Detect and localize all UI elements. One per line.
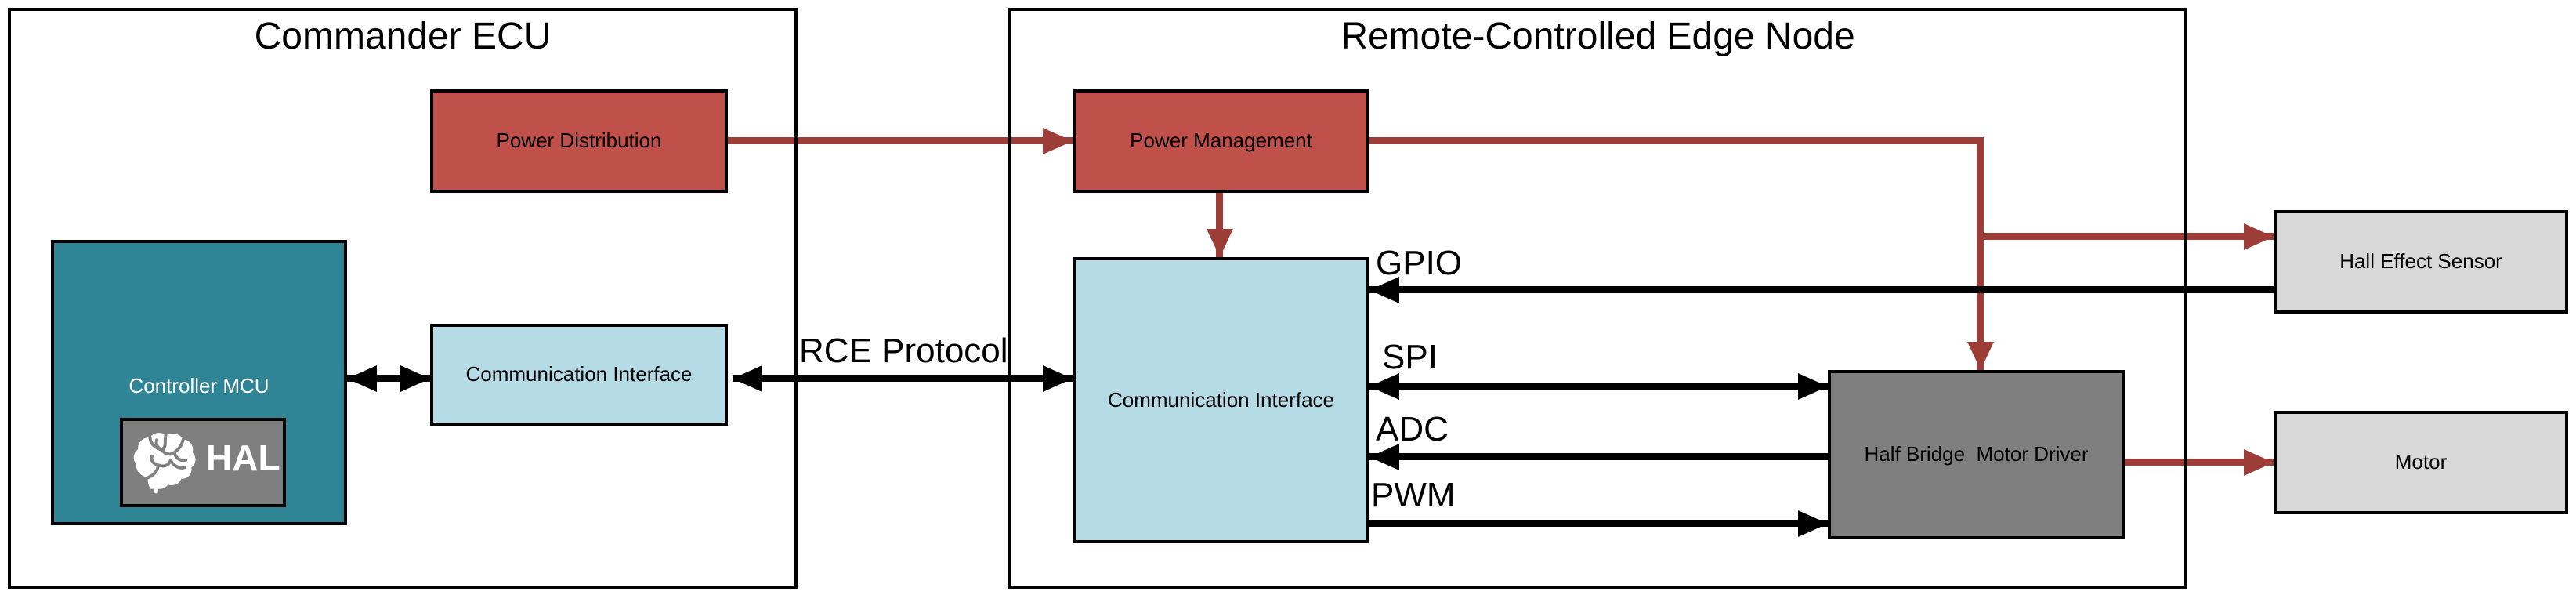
- motor-block: Motor: [2274, 411, 2568, 514]
- pwm-arrowhead: [1798, 510, 1828, 537]
- pwm-line: [1369, 520, 1828, 527]
- edge-node-title: Remote-Controlled Edge Node: [1340, 16, 1855, 57]
- power-line-driver-to-motor: [2125, 459, 2274, 466]
- half-bridge-motor-driver-label: Half Bridge Motor Driver: [1864, 442, 2089, 466]
- power-line-pd-to-pm: [728, 137, 1073, 144]
- rce-protocol-arrowhead-left: [733, 365, 762, 392]
- gpio-line: [1369, 286, 2274, 293]
- mcu-comm-arrowhead-right: [400, 365, 430, 392]
- hall-effect-sensor-block: Hall Effect Sensor: [2274, 210, 2568, 314]
- motor-label: Motor: [2394, 450, 2448, 474]
- adc-line: [1369, 453, 1828, 460]
- power-arrowhead-into-comm: [1207, 229, 1233, 257]
- spi-arrowhead-right: [1798, 373, 1828, 400]
- adc-label: ADC: [1376, 410, 1449, 448]
- power-line-pm-to-comm: [1216, 193, 1223, 257]
- power-arrowhead-into-motor: [2244, 449, 2274, 476]
- mcu-comm-line: [347, 375, 430, 382]
- power-line-to-hall-sensor: [1977, 233, 2274, 240]
- rce-protocol-line: [733, 375, 1073, 382]
- power-management-block: Power Management: [1073, 89, 1369, 193]
- gpio-arrowhead: [1369, 277, 1399, 303]
- spi-label: SPI: [1382, 338, 1438, 376]
- rce-protocol-arrowhead-right: [1043, 365, 1073, 392]
- comm-interface-left-label: Communication Interface: [465, 362, 693, 386]
- gpio-label: GPIO: [1376, 244, 1463, 282]
- spi-arrowhead-left: [1369, 373, 1399, 400]
- commander-ecu-box: [8, 8, 798, 589]
- rce-protocol-label: RCE Protocol: [799, 332, 1008, 370]
- hall-effect-sensor-label: Hall Effect Sensor: [2339, 249, 2502, 274]
- power-management-label: Power Management: [1130, 129, 1312, 153]
- power-arrowhead-into-hall-sensor: [2244, 223, 2274, 250]
- power-trunk-horizontal: [1369, 137, 1984, 144]
- half-bridge-motor-driver-block: Half Bridge Motor Driver: [1828, 370, 2125, 539]
- comm-interface-right-block: Communication Interface: [1073, 257, 1369, 543]
- power-trunk-vertical: [1977, 137, 1984, 370]
- spi-line: [1369, 383, 1828, 390]
- brain-icon: [133, 433, 196, 494]
- power-distribution-label: Power Distribution: [496, 129, 662, 153]
- edge-node-box: [1008, 8, 2187, 589]
- hal-badge: HAL: [120, 418, 286, 507]
- commander-ecu-title: Commander ECU: [254, 16, 552, 57]
- comm-interface-left-block: Communication Interface: [430, 324, 728, 426]
- controller-mcu-label: Controller MCU: [128, 374, 270, 397]
- power-arrowhead-into-half-bridge: [1967, 342, 1994, 370]
- hal-label: HAL: [206, 437, 280, 478]
- mcu-comm-arrowhead-left: [347, 365, 377, 392]
- adc-arrowhead: [1369, 444, 1399, 470]
- pwm-label: PWM: [1371, 476, 1456, 514]
- comm-interface-right-label: Communication Interface: [1107, 387, 1335, 412]
- power-arrowhead-into-pm: [1043, 128, 1073, 154]
- power-distribution-block: Power Distribution: [430, 89, 728, 193]
